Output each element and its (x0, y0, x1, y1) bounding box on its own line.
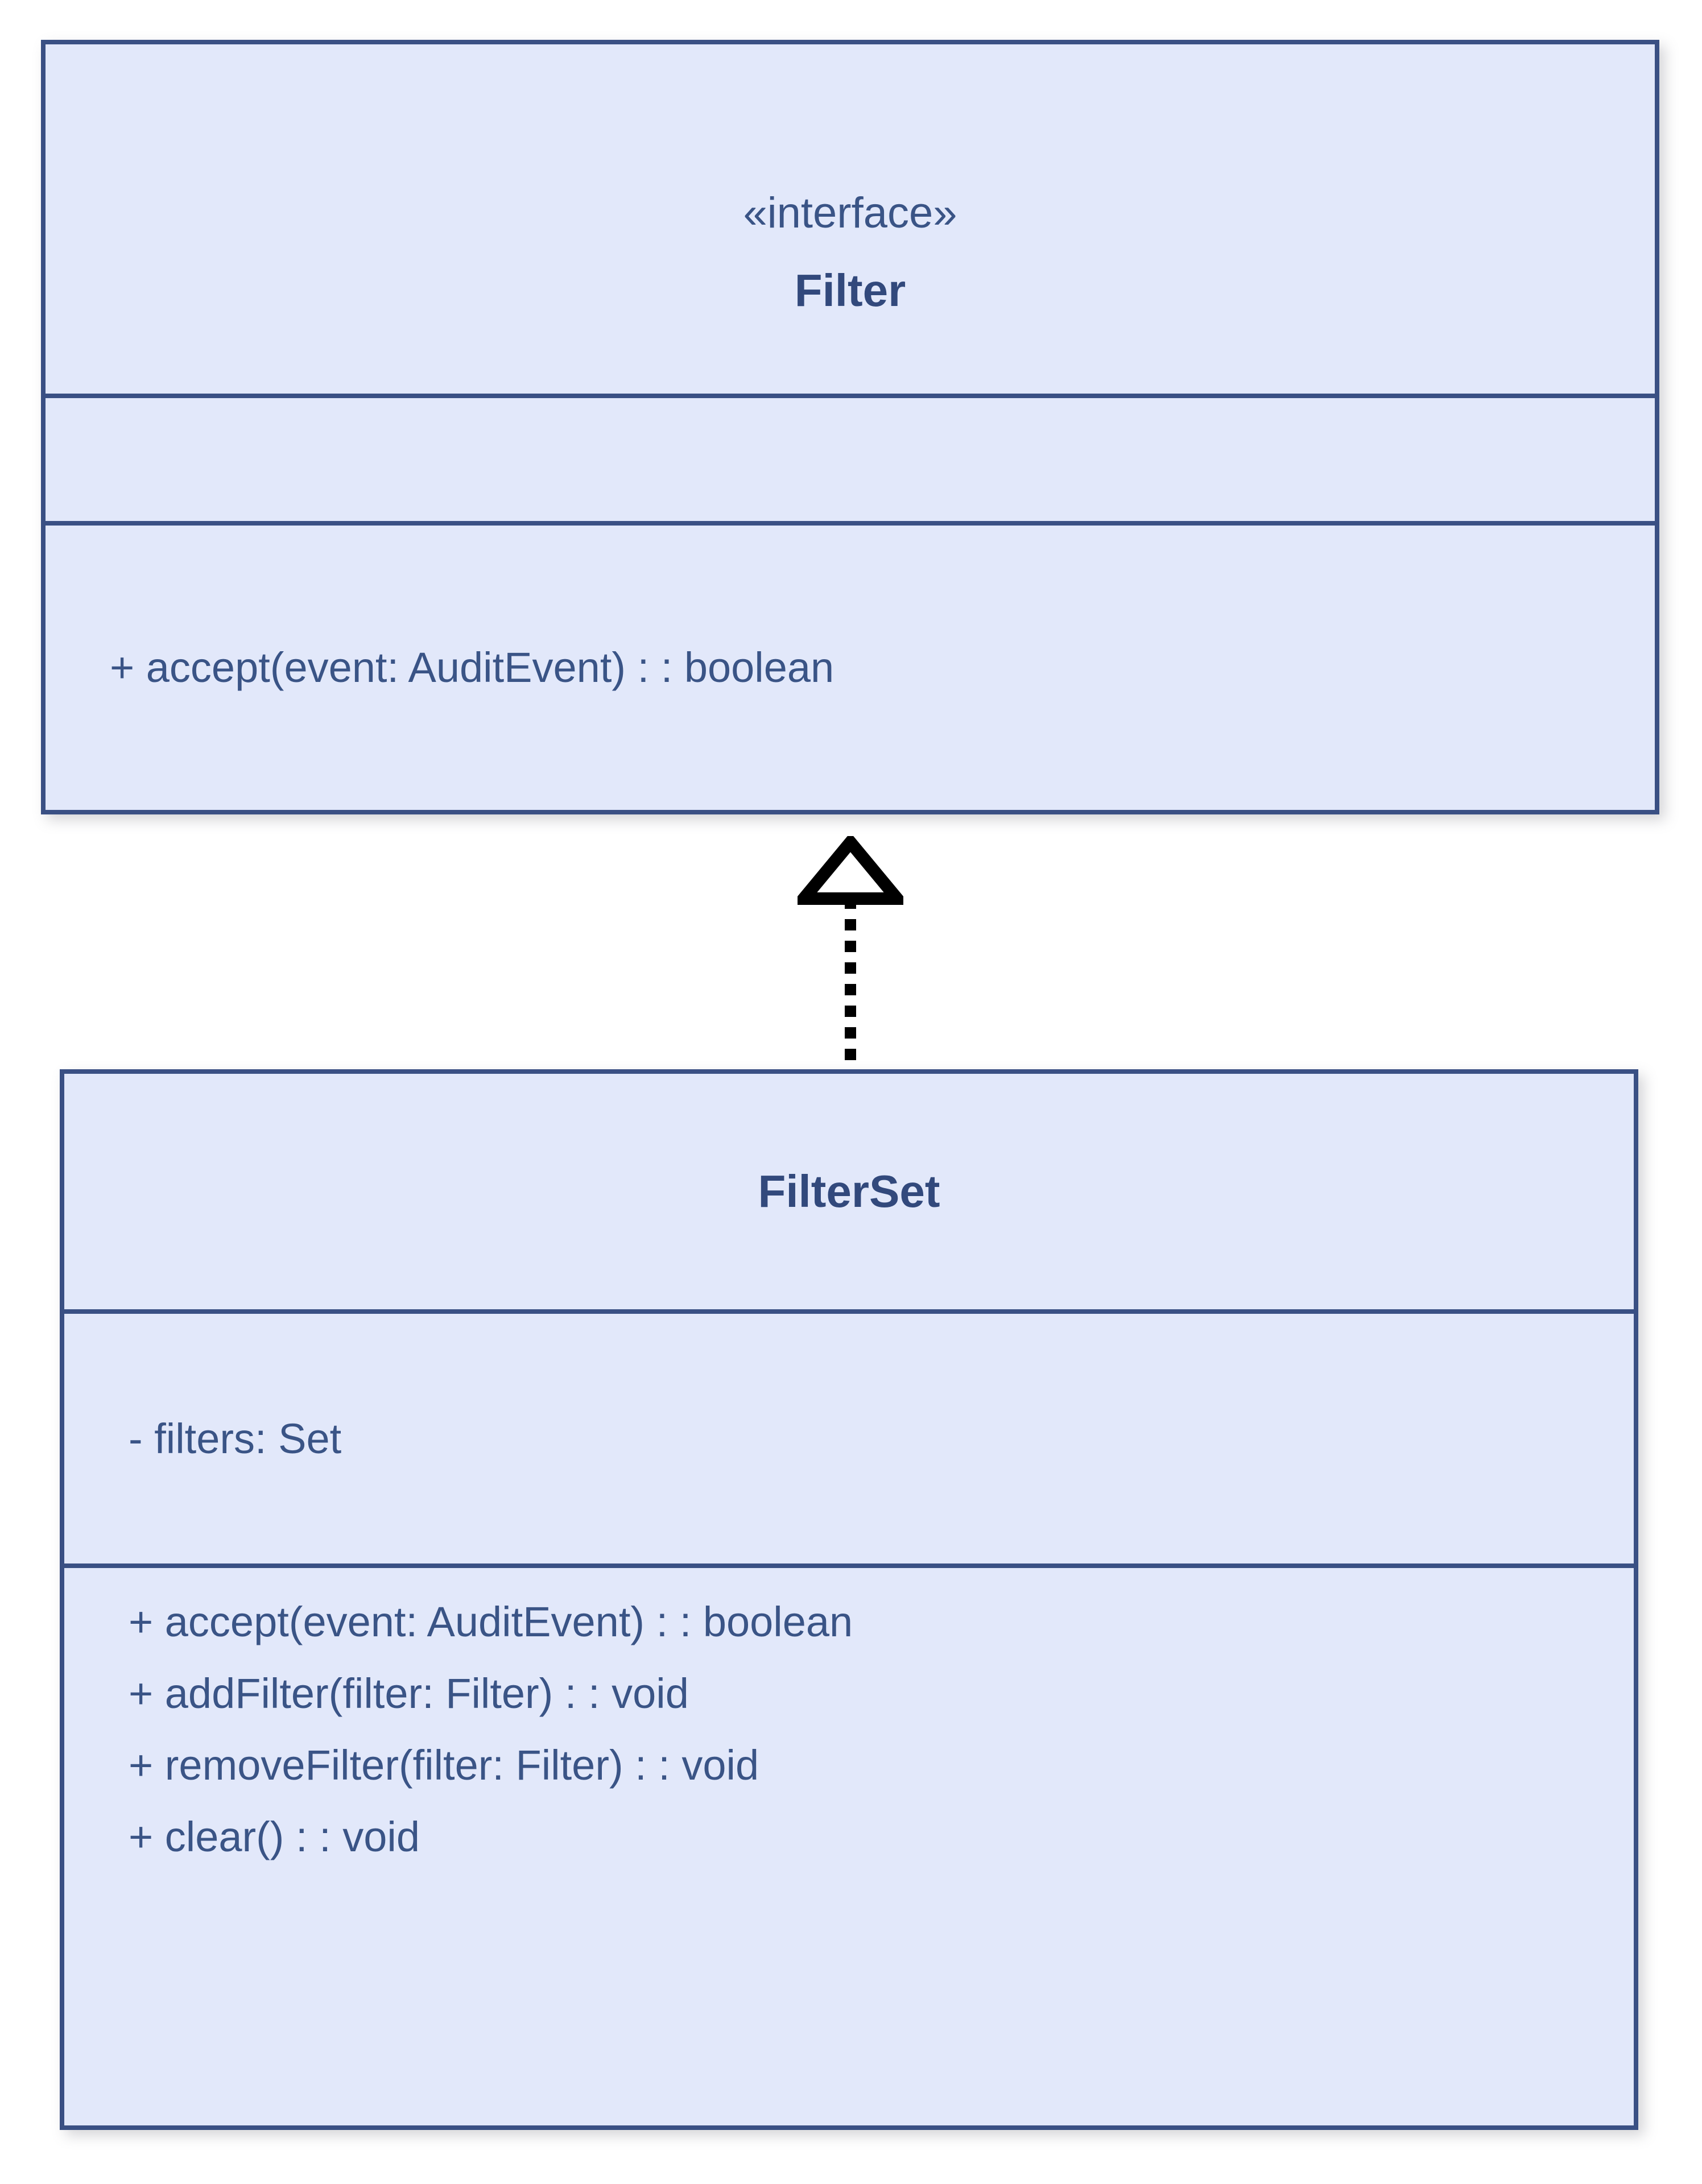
filterset-header-compartment: FilterSet (64, 1074, 1634, 1314)
filter-method-accept: + accept(event: AuditEvent) : : boolean (110, 644, 835, 691)
filter-class-name: Filter (794, 265, 906, 316)
filter-attributes-compartment (46, 398, 1655, 526)
filter-methods-compartment: + accept(event: AuditEvent) : : boolean (46, 526, 1655, 810)
filter-stereotype-label: «interface» (743, 189, 957, 237)
filterset-method-clear: + clear() : : void (129, 1813, 420, 1860)
uml-class-box-filterset[interactable]: FilterSet - filters: Set + accept(event:… (60, 1069, 1638, 2130)
filterset-methods-compartment: + accept(event: AuditEvent) : : boolean … (64, 1568, 1634, 2125)
hollow-triangle-arrowhead-icon (790, 832, 911, 905)
filterset-method-accept: + accept(event: AuditEvent) : : boolean (129, 1598, 853, 1645)
realization-connector (790, 832, 911, 1075)
filterset-method-addfilter: + addFilter(filter: Filter) : : void (129, 1670, 689, 1717)
filterset-attribute-filters: - filters: Set (129, 1414, 342, 1462)
filterset-attributes-compartment: - filters: Set (64, 1314, 1634, 1568)
filter-header-compartment: «interface» Filter (46, 44, 1655, 398)
filterset-class-name: FilterSet (758, 1166, 940, 1217)
uml-class-box-filter[interactable]: «interface» Filter + accept(event: Audit… (41, 40, 1659, 814)
realization-arrow-icon (790, 832, 911, 1075)
filterset-method-removefilter: + removeFilter(filter: Filter) : : void (129, 1742, 759, 1789)
